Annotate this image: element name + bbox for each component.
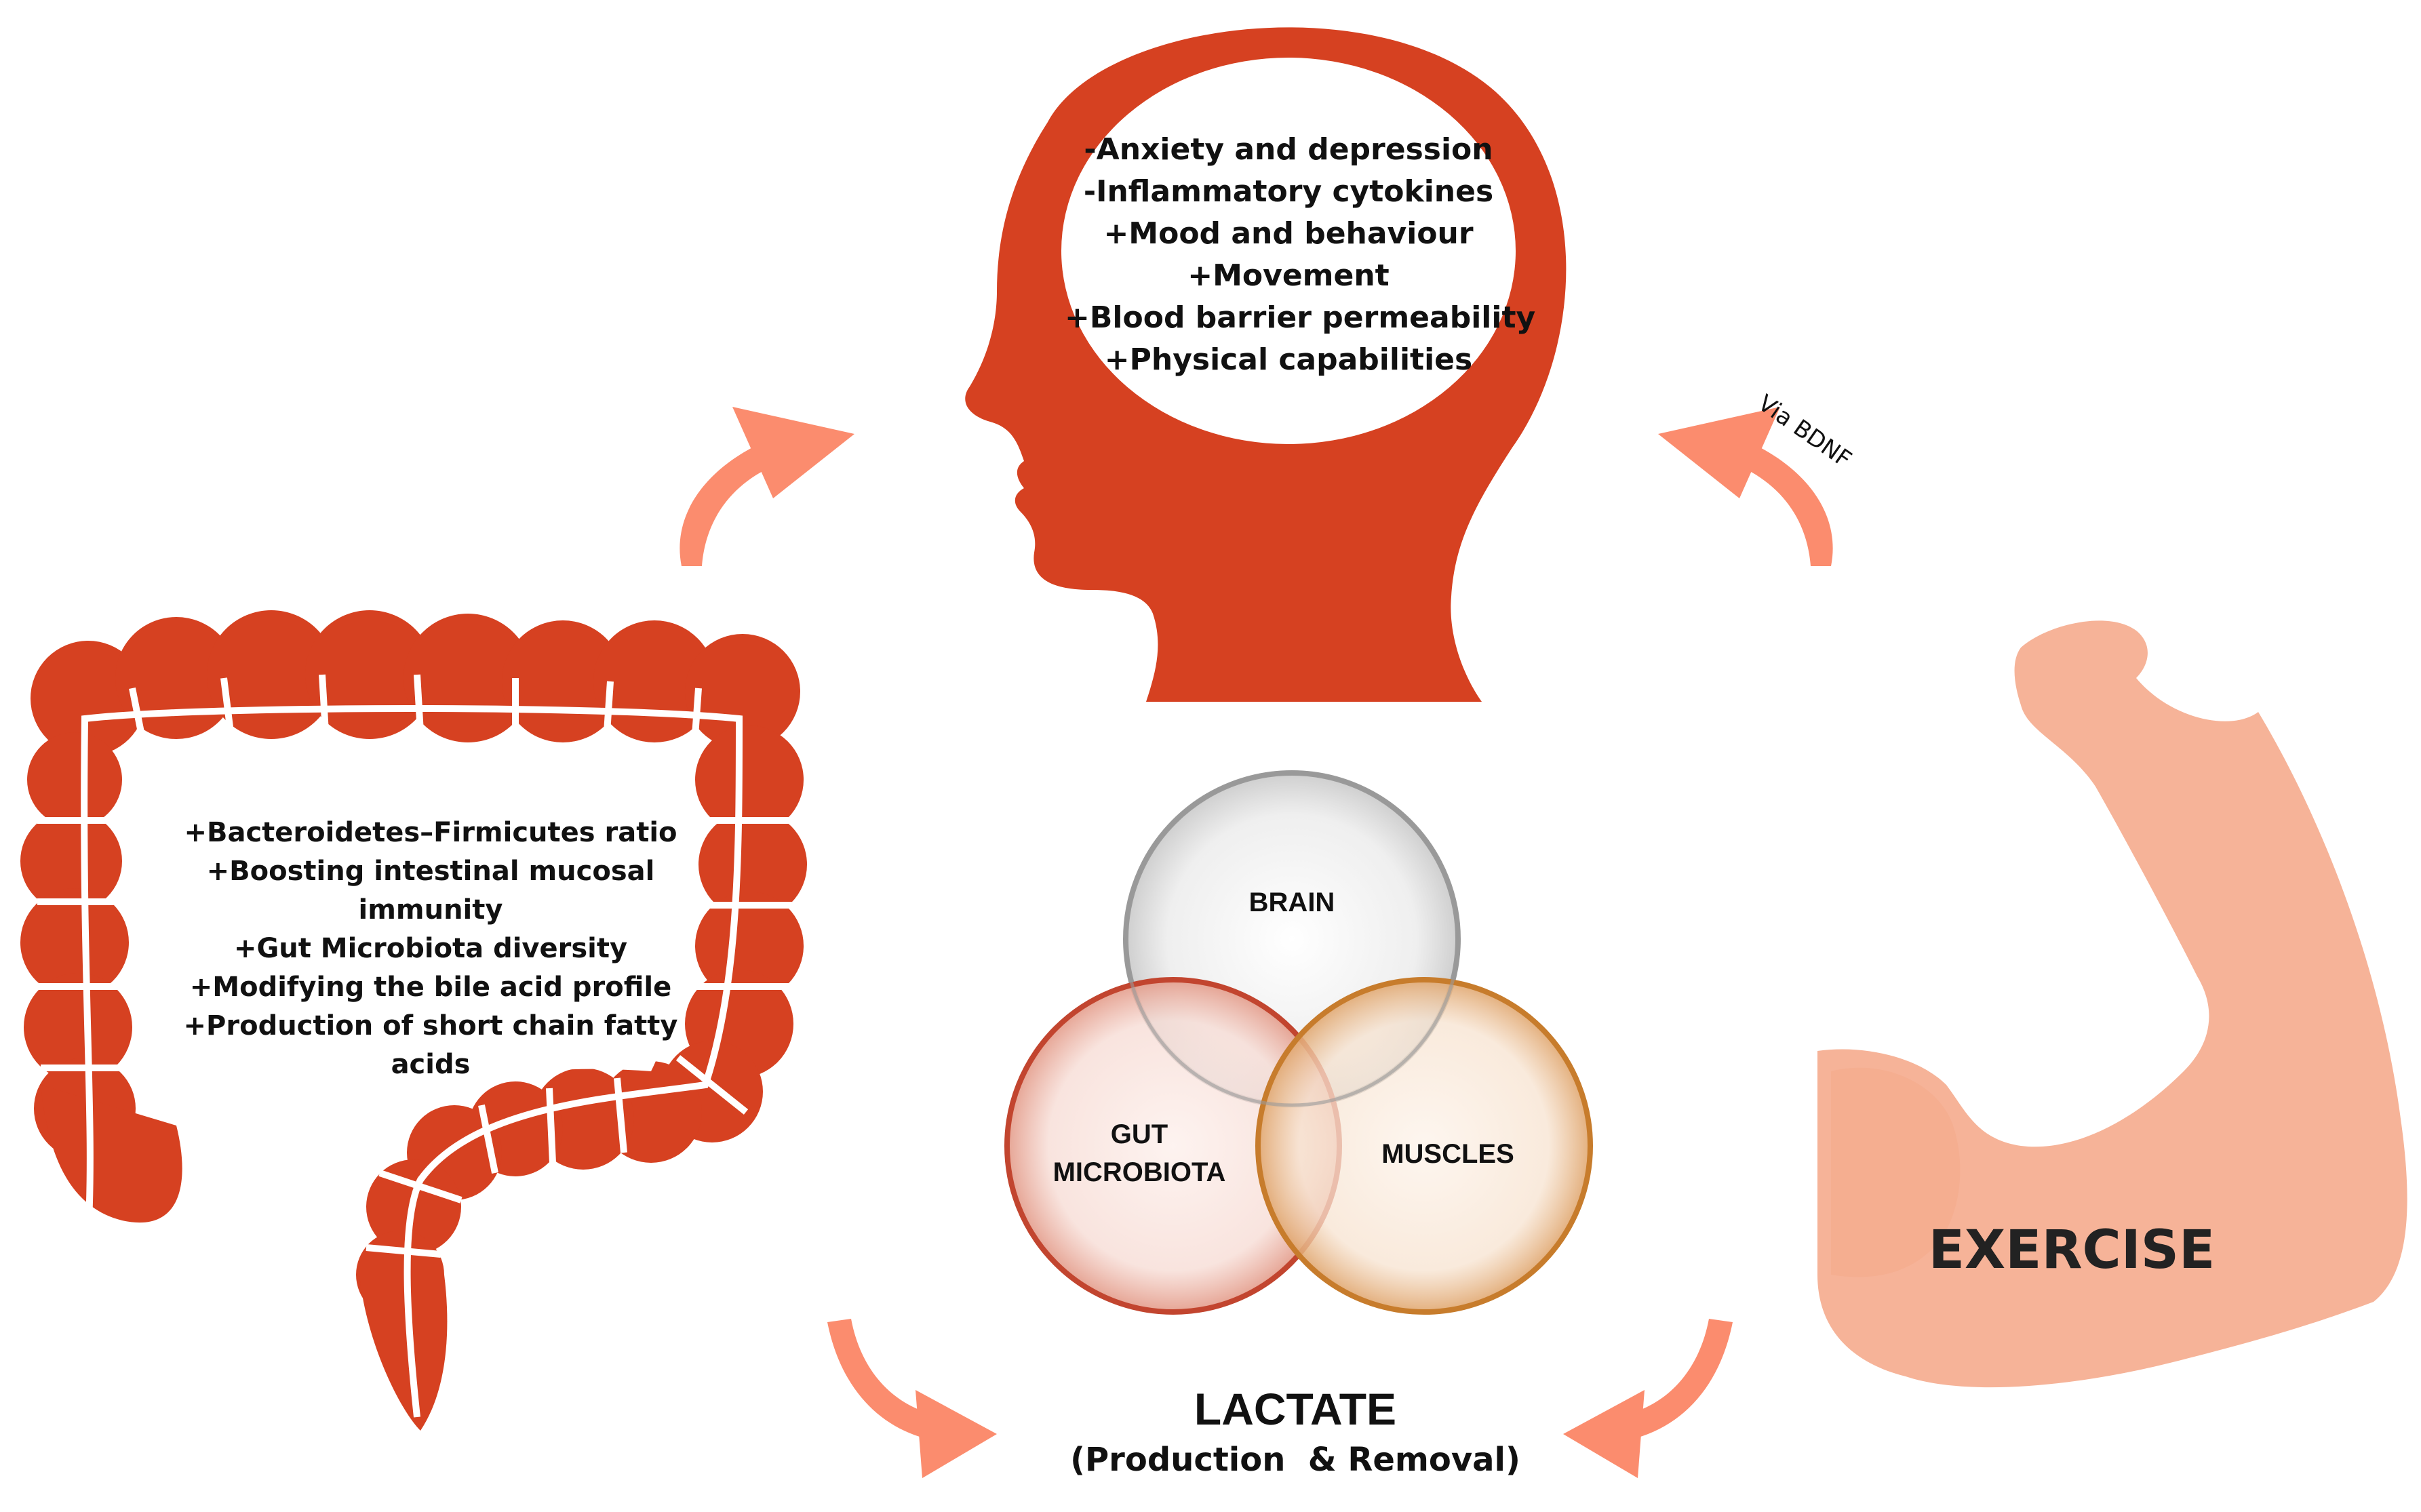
venn-circle-muscles — [1255, 977, 1593, 1315]
venn-label-gut: GUT MICROBIOTA — [1031, 1115, 1248, 1191]
gut-effect: +Modifying the bile acid profile — [189, 972, 672, 1003]
brain-effect: -Anxiety and depression — [1084, 132, 1493, 167]
gut-effect: immunity — [358, 894, 503, 926]
arrow-gut-to-lactate — [827, 1319, 997, 1478]
gut-effect: +Gut Microbiota diversity — [233, 933, 628, 964]
arrow-muscle-to-lactate — [1563, 1319, 1733, 1478]
gut-effect: +Production of short chain fatty — [183, 1010, 678, 1041]
brain-effect: +Physical capabilities — [1104, 342, 1473, 377]
venn-label-muscles: MUSCLES — [1381, 1139, 1514, 1169]
head-profile-icon — [965, 27, 1567, 702]
venn-label-brain: BRAIN — [1248, 888, 1335, 917]
brain-effect: +Movement — [1187, 258, 1390, 293]
gut-effect: +Boosting intestinal mucosal — [206, 856, 655, 887]
brain-effect: +Mood and behaviour — [1103, 216, 1474, 251]
lactate-title: LACTATE — [1194, 1384, 1397, 1434]
lactate-subtitle: (Production & Removal) — [1070, 1441, 1520, 1479]
brain-effects-list: -Anxiety and depression -Inflammatory cy… — [1065, 129, 1536, 381]
flexed-arm-icon — [1817, 620, 2407, 1388]
venn-label-gut-line: MICROBIOTA — [1052, 1157, 1226, 1187]
gut-effects-list: +Bacteroidetes–Firmicutes ratio +Boostin… — [183, 814, 678, 1084]
gut-effect: +Bacteroidetes–Firmicutes ratio — [184, 817, 677, 848]
exercise-label: EXERCISE — [1929, 1220, 2216, 1281]
gut-effect: acids — [391, 1049, 471, 1080]
arrow-gut-to-brain — [680, 407, 854, 566]
intestine-icon — [20, 610, 807, 1431]
brain-thought-area — [1061, 58, 1516, 444]
brain-effect: +Blood barrier permeability — [1065, 300, 1536, 335]
arrows — [680, 407, 1833, 1478]
venn-diagram — [1004, 770, 1593, 1315]
arrow-muscle-to-brain — [1658, 407, 1833, 566]
venn-label-gut-line: GUT — [1110, 1119, 1168, 1149]
brain-effect: -Inflammatory cytokines — [1083, 174, 1494, 209]
